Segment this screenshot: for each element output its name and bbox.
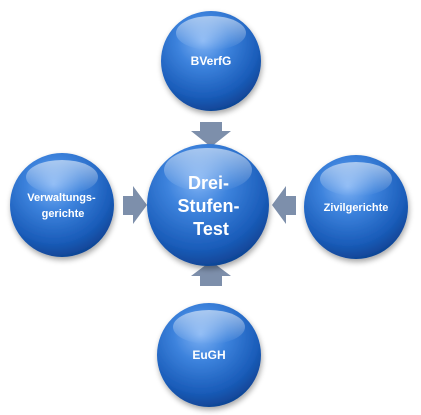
arrow-bottom-to-center <box>191 261 231 286</box>
node-left-line-2: gerichte <box>42 208 85 220</box>
node-center: Drei- Stufen- Test <box>147 144 269 266</box>
node-center-line-1: Drei- <box>188 173 229 193</box>
node-bottom: EuGH <box>157 303 261 407</box>
node-top-line-1: BVerfG <box>191 54 232 68</box>
svg-text:Zivilgerichte: Zivilgerichte <box>324 202 389 214</box>
node-right: Zivilgerichte <box>304 155 408 259</box>
node-left-line-1: Verwaltungs- <box>27 192 96 204</box>
node-center-line-2: Stufen- <box>177 196 239 216</box>
arrow-top-to-center <box>191 122 231 147</box>
svg-text:Verwaltungs- gerichte: Verwaltungs- gerichte <box>27 192 99 220</box>
node-bottom-line-1: EuGH <box>192 348 225 362</box>
arrow-left-to-center <box>123 186 147 224</box>
arrow-right-to-center <box>272 186 296 224</box>
svg-text:EuGH: EuGH <box>192 348 225 362</box>
node-left: Verwaltungs- gerichte <box>10 153 114 257</box>
node-top: BVerfG <box>161 11 261 111</box>
node-center-line-3: Test <box>193 219 229 239</box>
node-right-line-1: Zivilgerichte <box>324 202 389 214</box>
svg-text:Drei- Stufen- Test: Drei- Stufen- Test <box>177 173 244 239</box>
svg-text:BVerfG: BVerfG <box>191 54 232 68</box>
